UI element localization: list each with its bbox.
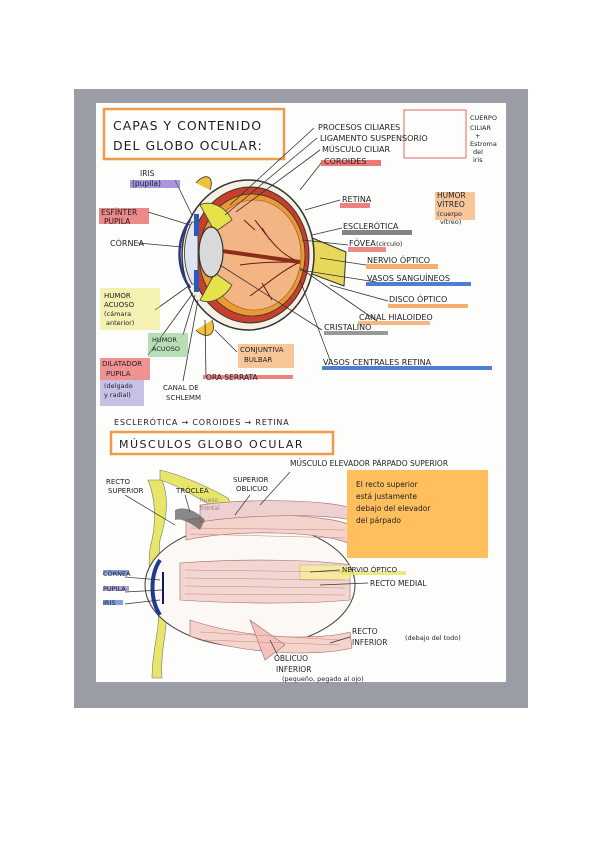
label-vasos-centrales-retina: VASOS CENTRALES RETINA (323, 358, 432, 367)
label-humor-acuoso-3: (cámara (104, 310, 131, 318)
label-recto-inferior-2: INFERIOR (352, 638, 387, 647)
label-superior-oblicuo-2: OBLICUO (236, 485, 268, 493)
label-retina: RETINA (342, 195, 372, 204)
label-dilatador-1: DILATADOR (102, 360, 142, 368)
label-canal-hialoideo: CANAL HIALOIDEO (359, 313, 433, 322)
label-iris-muscles: IRIS (103, 599, 115, 607)
label-iris: IRIS (140, 169, 155, 178)
label-hueso-frontal-1: hueso (200, 497, 218, 504)
sticky-note: El recto superior está justamente debajo… (347, 470, 488, 558)
label-cuerpo-ciliar-1: CUERPO (470, 114, 497, 122)
label-nervio-optico: NERVIO ÓPTICO (367, 254, 430, 265)
label-superior-oblicuo-1: SUPERIOR (233, 476, 269, 484)
label-cornea: CÓRNEA (110, 237, 144, 248)
label-musculo-ciliar: MÚSCULO CILIAR (322, 143, 391, 154)
label-coroides: COROIDES (324, 157, 366, 166)
label-humor-vitreo-3: (cuerpo (437, 210, 462, 218)
label-highlights-section1 (99, 109, 492, 406)
label-humor-vitreo-4: vítreo) (440, 218, 461, 226)
section2-title: MÚSCULOS GLOBO OCULAR (119, 438, 304, 451)
label-recto-superior-1: RECTO (106, 478, 130, 486)
label-cornea-muscles: CÓRNEA (103, 569, 131, 578)
label-esfinter-pupila: PUPILA (104, 217, 131, 226)
label-humor-acuoso-2: ACUOSO (104, 301, 135, 309)
label-disco-optico: DISCO ÓPTICO (389, 293, 447, 304)
layers-summary: ESCLERÓTICA → COROIDES → RETINA (114, 416, 289, 427)
label-humor-vitreo-1: HUMOR (437, 191, 466, 200)
label-recto-superior-2: SUPERIOR (108, 487, 144, 495)
sticky-note-line3: debajo del elevador (356, 504, 431, 513)
section1-title-line1: CAPAS Y CONTENIDO (113, 118, 262, 133)
labels-section1: PROCESOS CILIARES LIGAMENTO SUSPENSORIO … (101, 114, 497, 427)
label-recto-inferior-1: RECTO (352, 627, 378, 636)
label-humor-acuoso-1: HUMOR (104, 292, 131, 300)
label-cristalino: CRISTALINO (324, 323, 371, 332)
label-cuerpo-ciliar-3: + (475, 132, 480, 140)
section2-title-box (109, 430, 335, 456)
label-cuerpo-ciliar-5: del (473, 148, 483, 156)
label-humor-vitreo-2: VÍTREO (437, 200, 465, 209)
label-recto-inferior-note: (debajo del todo) (405, 634, 461, 642)
label-elevador-parpado: MÚSCULO ELEVADOR PÁRPADO SUPERIOR (290, 459, 448, 468)
label-pupila-muscles: PUPILA (103, 585, 126, 593)
label-dilatador-3: (delgado (104, 382, 133, 390)
label-vasos-sanguineos: VASOS SANGUÍNEOS (367, 272, 450, 283)
leader-lines-section1 (137, 127, 389, 382)
label-troclea: TRÓCLEA (175, 486, 209, 495)
label-fovea-note: (circulo) (376, 240, 402, 248)
label-hueso-frontal-2: frontal (200, 505, 220, 512)
sticky-note-line1: El recto superior (356, 480, 419, 489)
label-esfinter: ESFÍNTER (101, 208, 137, 217)
label-canal-schlemm-1: CANAL DE (163, 384, 199, 392)
label-oblicuo-inferior-note: (pequeño, pegado al ojo) (282, 675, 364, 683)
label-humor-acuoso-b2: ACUOSO (152, 345, 180, 353)
label-iris-pupila: (pupila) (132, 179, 161, 188)
label-conjuntiva-2: BULBAR (244, 356, 272, 364)
label-recto-medial: RECTO MEDIAL (370, 579, 427, 588)
label-oblicuo-inferior-1: OBLICUO (274, 654, 308, 663)
label-oblicuo-inferior-2: INFERIOR (276, 665, 311, 674)
label-highlights-section2 (103, 570, 406, 605)
label-esclerotica: ESCLERÓTICA (343, 220, 399, 231)
label-ligamento-suspensorio: LIGAMENTO SUSPENSORIO (320, 134, 428, 143)
label-dilatador-2: PUPILA (106, 370, 131, 378)
label-humor-acuoso-b1: HUMOR (152, 336, 177, 344)
labels-section2: RECTO SUPERIOR TRÓCLEA hueso frontal SUP… (103, 459, 461, 683)
title-box (102, 107, 286, 161)
label-canal-schlemm-2: SCHLEMM (166, 394, 201, 402)
label-conjuntiva-1: CONJUNTIVA (240, 346, 284, 354)
label-nervio-optico-muscles: NERVIO ÓPTICO (342, 565, 398, 574)
label-dilatador-4: y radial) (104, 391, 131, 399)
label-cuerpo-ciliar-6: iris (473, 156, 483, 164)
sticky-note-line2: está justamente (356, 492, 417, 501)
label-humor-acuoso-4: anterior) (106, 319, 134, 327)
label-cuerpo-ciliar-4: Estroma (470, 140, 497, 148)
sticky-note-line4: del párpado (356, 516, 401, 525)
leader-lines-section2 (124, 471, 369, 657)
section1-title-line2: DEL GLOBO OCULAR: (113, 138, 263, 153)
label-cuerpo-ciliar-2: CILIAR (470, 124, 491, 132)
eye-cross-section-diagram (178, 176, 347, 336)
label-procesos-ciliares: PROCESOS CILIARES (318, 123, 400, 132)
eye-muscles-diagram (144, 469, 356, 679)
label-ora-serrata: ORA SERRATA (206, 373, 258, 382)
label-fovea: FÓVEA (349, 237, 376, 248)
